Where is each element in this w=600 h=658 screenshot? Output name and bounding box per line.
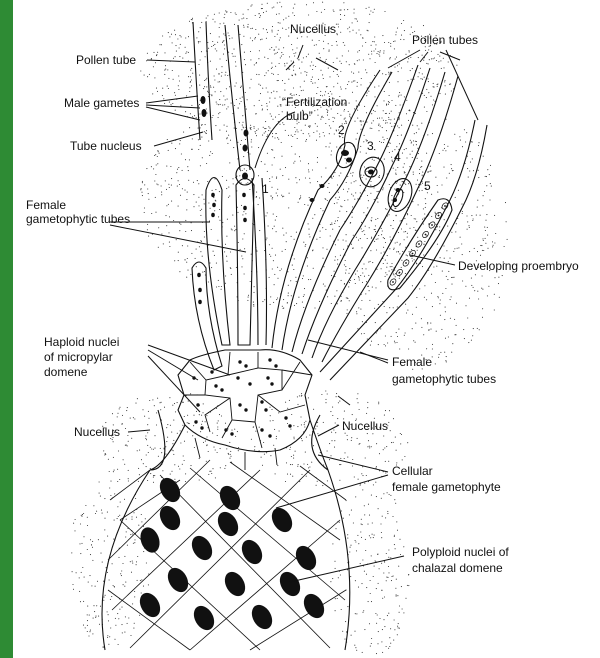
label-developing-proembryo: Developing proembryo xyxy=(458,259,579,273)
label-pollen-tube: Pollen tube xyxy=(76,53,136,67)
label-fertilization-bulb-1: “Fertilization xyxy=(282,95,347,109)
label-polyploid-nuclei-1: Polyploid nuclei of xyxy=(412,545,509,559)
tube-number-2: 2 xyxy=(338,123,345,137)
label-male-gametes: Male gametes xyxy=(64,96,139,110)
label-female-gametophytic-tubes-right-2: gametophytic tubes xyxy=(392,372,496,386)
label-fertilization-bulb-2: bulb” xyxy=(286,109,313,123)
label-nucellus-left: Nucellus xyxy=(74,425,120,439)
green-corner xyxy=(0,0,13,658)
label-cellular-gametophyte-1: Cellular xyxy=(392,464,433,478)
label-nucellus-top: Nucellus xyxy=(290,22,336,36)
tube-number-1: 1 xyxy=(262,182,269,196)
label-female-gametophytic-tubes-right-1: Female xyxy=(392,355,432,369)
label-pollen-tubes: Pollen tubes xyxy=(412,33,478,47)
label-tube-nucleus: Tube nucleus xyxy=(70,139,142,153)
label-female-gametophytic-tubes-left-1: Female xyxy=(26,198,66,212)
label-female-gametophytic-tubes-left-2: gametophytic tubes xyxy=(26,212,130,226)
label-haploid-nuclei-2: of micropylar xyxy=(44,350,113,364)
label-haploid-nuclei-1: Haploid nuclei xyxy=(44,335,119,349)
label-haploid-nuclei-3: domene xyxy=(44,365,88,379)
label-nucellus-right: Nucellus xyxy=(342,419,388,433)
label-polyploid-nuclei-2: chalazal domene xyxy=(412,561,503,575)
tube-number-5: 5 xyxy=(424,179,431,193)
label-cellular-gametophyte-2: female gametophyte xyxy=(392,480,501,494)
tube-number-4: 4 xyxy=(394,150,401,164)
tube-number-3: 3 xyxy=(367,139,374,153)
